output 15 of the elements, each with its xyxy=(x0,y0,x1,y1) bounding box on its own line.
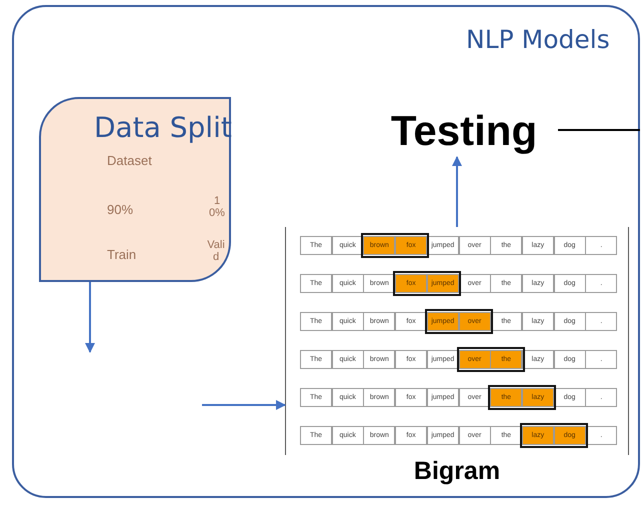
split-label: Valid xyxy=(206,239,226,264)
heading-text: Testing xyxy=(370,105,558,157)
split-label: Train xyxy=(107,248,136,262)
arrow xyxy=(452,156,462,227)
percent-label: 10% xyxy=(209,195,225,220)
figure-caption: Bigram xyxy=(412,457,502,486)
slide-panel xyxy=(12,5,640,498)
arrow xyxy=(202,400,286,410)
arrow xyxy=(85,282,95,353)
data-split-card xyxy=(39,97,231,282)
connector-line xyxy=(558,129,640,131)
percent-label: 90% xyxy=(107,203,134,218)
panel-title: NLP Models xyxy=(466,25,610,54)
table-figure xyxy=(285,227,629,455)
dataset-label: Dataset xyxy=(107,154,152,168)
